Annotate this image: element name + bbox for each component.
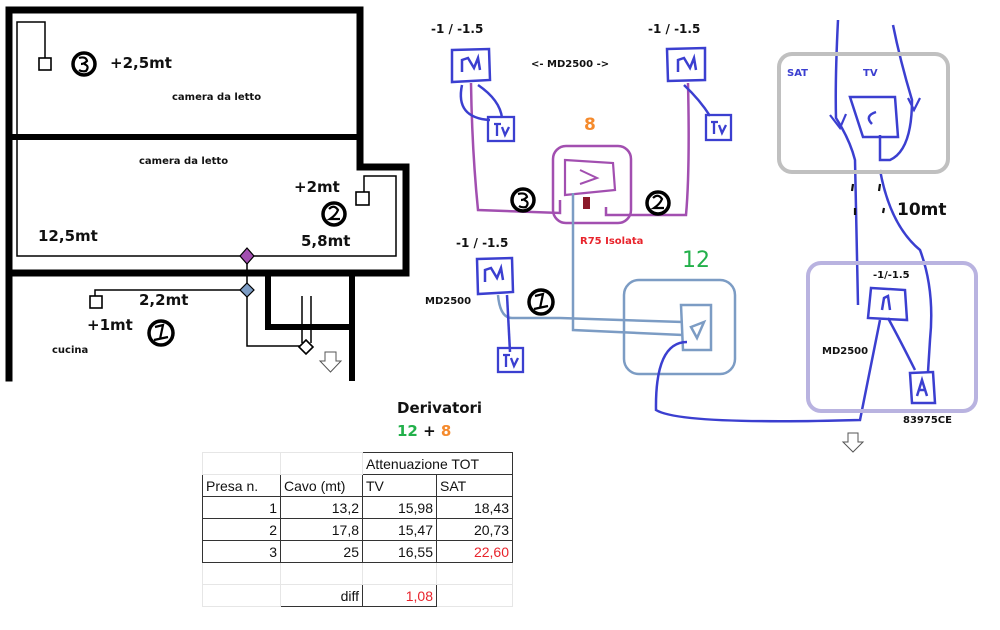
outlet-2-height-label: +2mt [294, 178, 340, 196]
circle-number-1-plan [147, 319, 175, 347]
group-header: Attenuazione TOT [362, 452, 513, 475]
table-row: 3 25 16,55 22,60 [202, 540, 513, 563]
circle-number-1-schematic [527, 288, 555, 316]
model-label-shared: <- MD2500 -> [531, 59, 610, 70]
outlet-m-2 [665, 46, 707, 83]
cell-cavo: 13,2 [280, 496, 363, 519]
amplifier-model: 83975CE [903, 415, 952, 426]
amplifier-box [908, 370, 937, 405]
table-diff-row: diff 1,08 [202, 584, 513, 607]
outlet-master [866, 286, 909, 322]
cell-sat-highlight: 22,60 [436, 540, 513, 563]
cell-tv: 15,47 [362, 518, 437, 541]
cable-arrows [829, 97, 921, 131]
resistor-r75 [583, 197, 590, 209]
tap-12-label: 12 [682, 248, 710, 273]
outlet-1-model: MD2500 [425, 296, 472, 307]
circle-number-3-plan [71, 51, 97, 77]
tv-box-1 [496, 346, 525, 374]
cell-presa: 1 [202, 496, 281, 519]
table-row: 2 17,8 15,47 20,73 [202, 518, 513, 541]
resistor-label: R75 Isolata [580, 236, 644, 247]
junction-purple [239, 247, 255, 265]
cell-tv: 16,55 [362, 540, 437, 563]
trunk-cable-length: 10mt [897, 200, 947, 220]
summary-title: Derivatori [397, 399, 483, 417]
circle-number-2-plan [321, 201, 347, 227]
cable-outlet-2 [243, 175, 397, 257]
summary-sum: 12 + 8 [397, 424, 451, 439]
outlet-m-3 [450, 47, 492, 84]
floor-plan-walls [5, 6, 410, 382]
outlet-box-3 [38, 57, 52, 71]
junction-white [297, 338, 315, 356]
tv-input-label: TV [863, 68, 878, 79]
sum-left: 12 [397, 422, 418, 440]
steel-cables [496, 193, 737, 376]
header-presa: Presa n. [202, 474, 281, 497]
cell-sat: 20,73 [436, 518, 513, 541]
combiner-box [777, 52, 950, 174]
cable-down-1 [301, 296, 312, 343]
kitchen-closet [265, 273, 355, 381]
right-wall-step [356, 134, 410, 277]
sat-input-label: SAT [787, 68, 808, 79]
table-header-row: Presa n. Cavo (mt) TV SAT [202, 474, 513, 497]
main-cable-length-label: 12,5mt [38, 227, 98, 245]
cell-sat: 18,43 [436, 496, 513, 519]
cell-cavo: 25 [280, 540, 363, 563]
outlet-3-attenuation: -1 / -1.5 [431, 22, 484, 36]
junction-blue [239, 282, 255, 298]
attenuation-table: Attenuazione TOT Presa n. Cavo (mt) TV S… [202, 452, 513, 607]
cell-presa: 2 [202, 518, 281, 541]
combiner-c [848, 95, 900, 139]
cell-tv: 15,98 [362, 496, 437, 519]
cable-break-marks [850, 183, 886, 215]
room-label-bedroom-top: camera da letto [172, 92, 262, 103]
outlet-3-height-label: +2,5mt [110, 54, 172, 72]
header-cavo: Cavo (mt) [280, 474, 363, 497]
table-spacer-row [202, 562, 513, 585]
down-arrow-icon-2 [841, 432, 865, 453]
diff-value: 1,08 [362, 584, 437, 607]
down-arrow-icon [318, 351, 343, 373]
master-box [806, 261, 978, 413]
outlet-2-cable-label: 5,8mt [301, 232, 351, 250]
cell-presa: 3 [202, 540, 281, 563]
sum-right: 8 [440, 422, 452, 440]
cell-cavo: 17,8 [280, 518, 363, 541]
diff-label: diff [280, 584, 363, 607]
outlet-1-height-label: +1mt [87, 316, 133, 334]
outlet-1-cable-label: 2,2mt [139, 291, 189, 309]
header-sat: SAT [436, 474, 513, 497]
tv-box-2 [704, 113, 733, 142]
sum-plus: + [423, 422, 436, 440]
outlet-m-1 [475, 256, 515, 296]
cable-outlet-3 [16, 21, 243, 257]
master-attenuation: -1/-1.5 [873, 270, 910, 281]
table-row: 1 13,2 15,98 18,43 [202, 496, 513, 519]
tv-box-3 [486, 115, 516, 143]
outlet-2-attenuation: -1 / -1.5 [648, 22, 701, 36]
top-wall [5, 6, 364, 142]
header-tv: TV [362, 474, 437, 497]
table-group-header-row: Attenuazione TOT [202, 452, 513, 475]
room-label-kitchen: cucina [52, 345, 89, 356]
circle-number-2-schematic [645, 190, 671, 216]
outlet-box-2 [355, 191, 370, 206]
room-label-bedroom-middle: camera da letto [139, 156, 229, 167]
purple-cables [469, 82, 690, 225]
master-model: MD2500 [822, 346, 869, 357]
tap-8-label: 8 [584, 115, 596, 135]
outlet-box-1 [89, 295, 103, 309]
circle-number-3-schematic [510, 187, 536, 213]
outlet-1-attenuation: -1 / -1.5 [456, 236, 509, 250]
